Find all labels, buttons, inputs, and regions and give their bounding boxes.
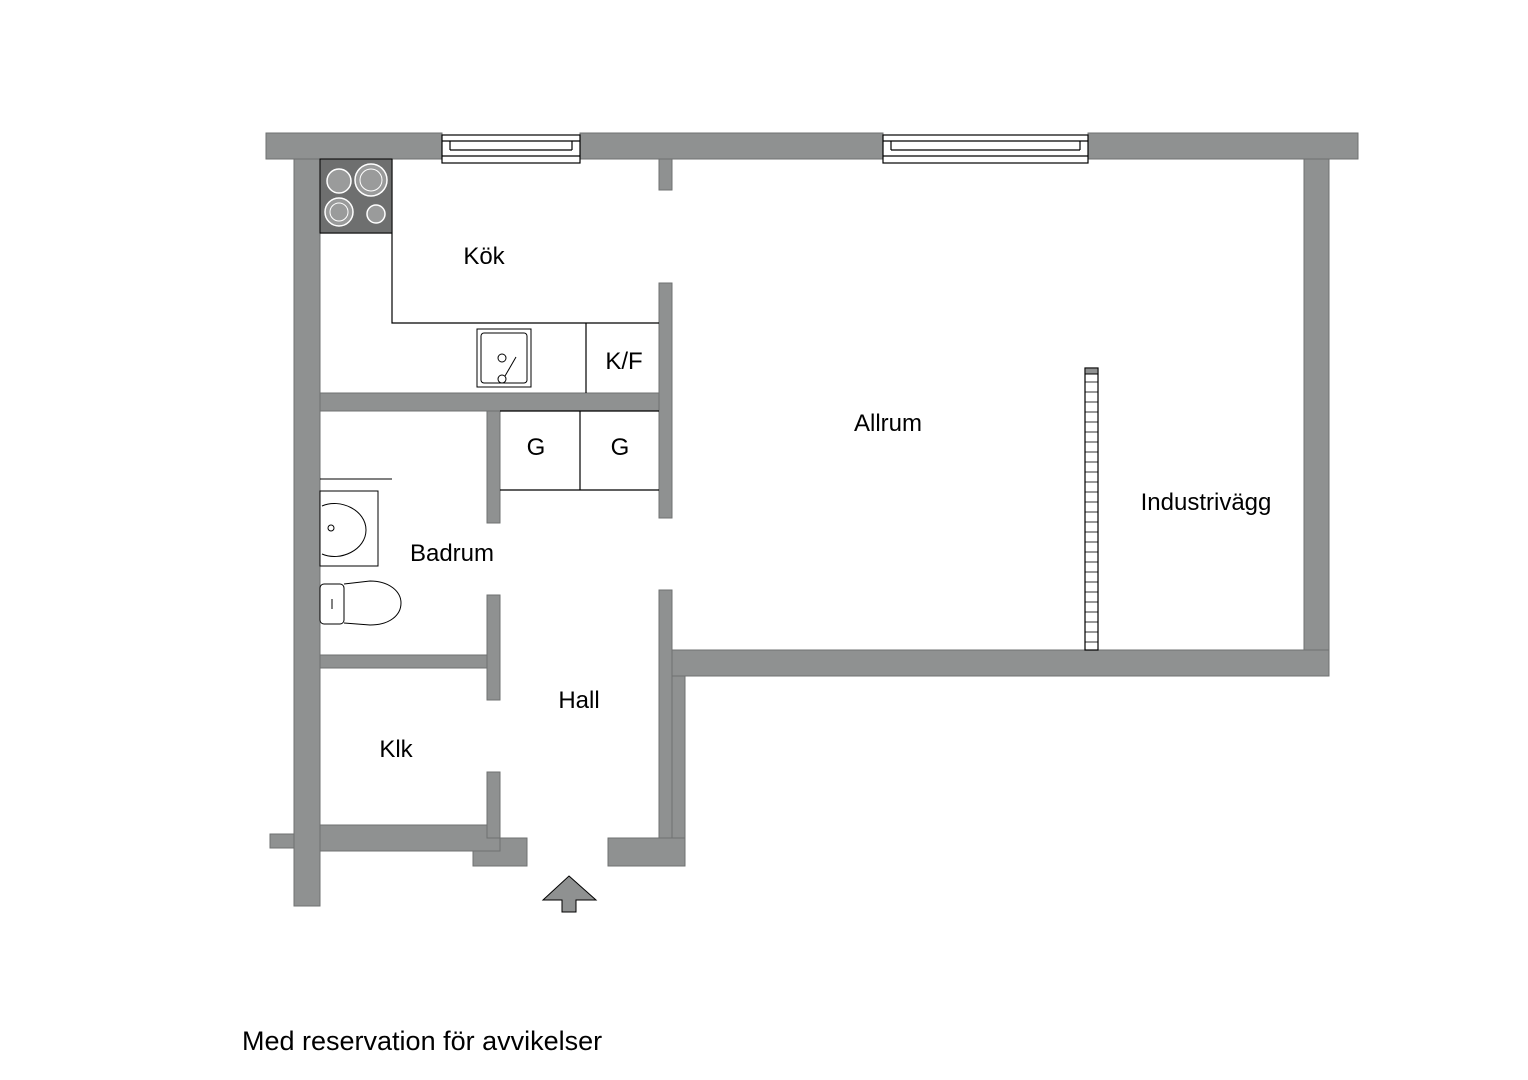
entrance-arrow-icon — [541, 875, 598, 913]
wall-hall-right — [658, 589, 673, 867]
room-label-industrivagg: Industrivägg — [1141, 489, 1272, 516]
wall-bath-right-upper — [486, 410, 501, 524]
room-label-g2: G — [611, 434, 630, 461]
industrial-wall-mullions — [1085, 381, 1098, 643]
cupboards — [500, 410, 659, 491]
wall-top-middle — [579, 132, 884, 160]
wall-left — [293, 158, 321, 907]
wall-top-right — [1087, 132, 1359, 160]
wall-kitchen-stub-top — [658, 158, 673, 191]
window-icon — [441, 134, 581, 164]
toilet-icon — [319, 580, 402, 626]
room-label-allrum: Allrum — [854, 410, 922, 437]
industrial-wall — [1084, 367, 1099, 651]
room-label-klk: Klk — [379, 736, 413, 763]
disclaimer-text: Med reservation för avvikelser — [242, 1026, 602, 1056]
room-label-kok: Kök — [463, 243, 505, 270]
wall-right — [1303, 158, 1330, 677]
wall-klk-bottom — [319, 824, 501, 852]
room-label-badrum: Badrum — [410, 540, 494, 567]
wall-top-left — [265, 132, 443, 160]
washbasin-icon — [319, 490, 379, 567]
window-icon — [882, 134, 1089, 164]
wall-bottom-allrum — [671, 649, 1330, 677]
wall-klk-right — [486, 771, 501, 839]
wall-kitchen-partition — [658, 282, 673, 519]
wall-left-stub — [269, 833, 295, 849]
wall-bath-bottom — [319, 654, 488, 669]
sink-icon — [476, 328, 532, 388]
room-label-hall: Hall — [558, 687, 599, 714]
wall-kitchen-bottom — [319, 392, 660, 412]
wall-entrance-right — [607, 837, 686, 867]
walls — [265, 132, 1359, 907]
room-label-g1: G — [527, 434, 546, 461]
stove-icon — [319, 158, 393, 234]
wall-bath-right-lower — [486, 594, 501, 701]
room-label-kf: K/F — [605, 348, 642, 375]
